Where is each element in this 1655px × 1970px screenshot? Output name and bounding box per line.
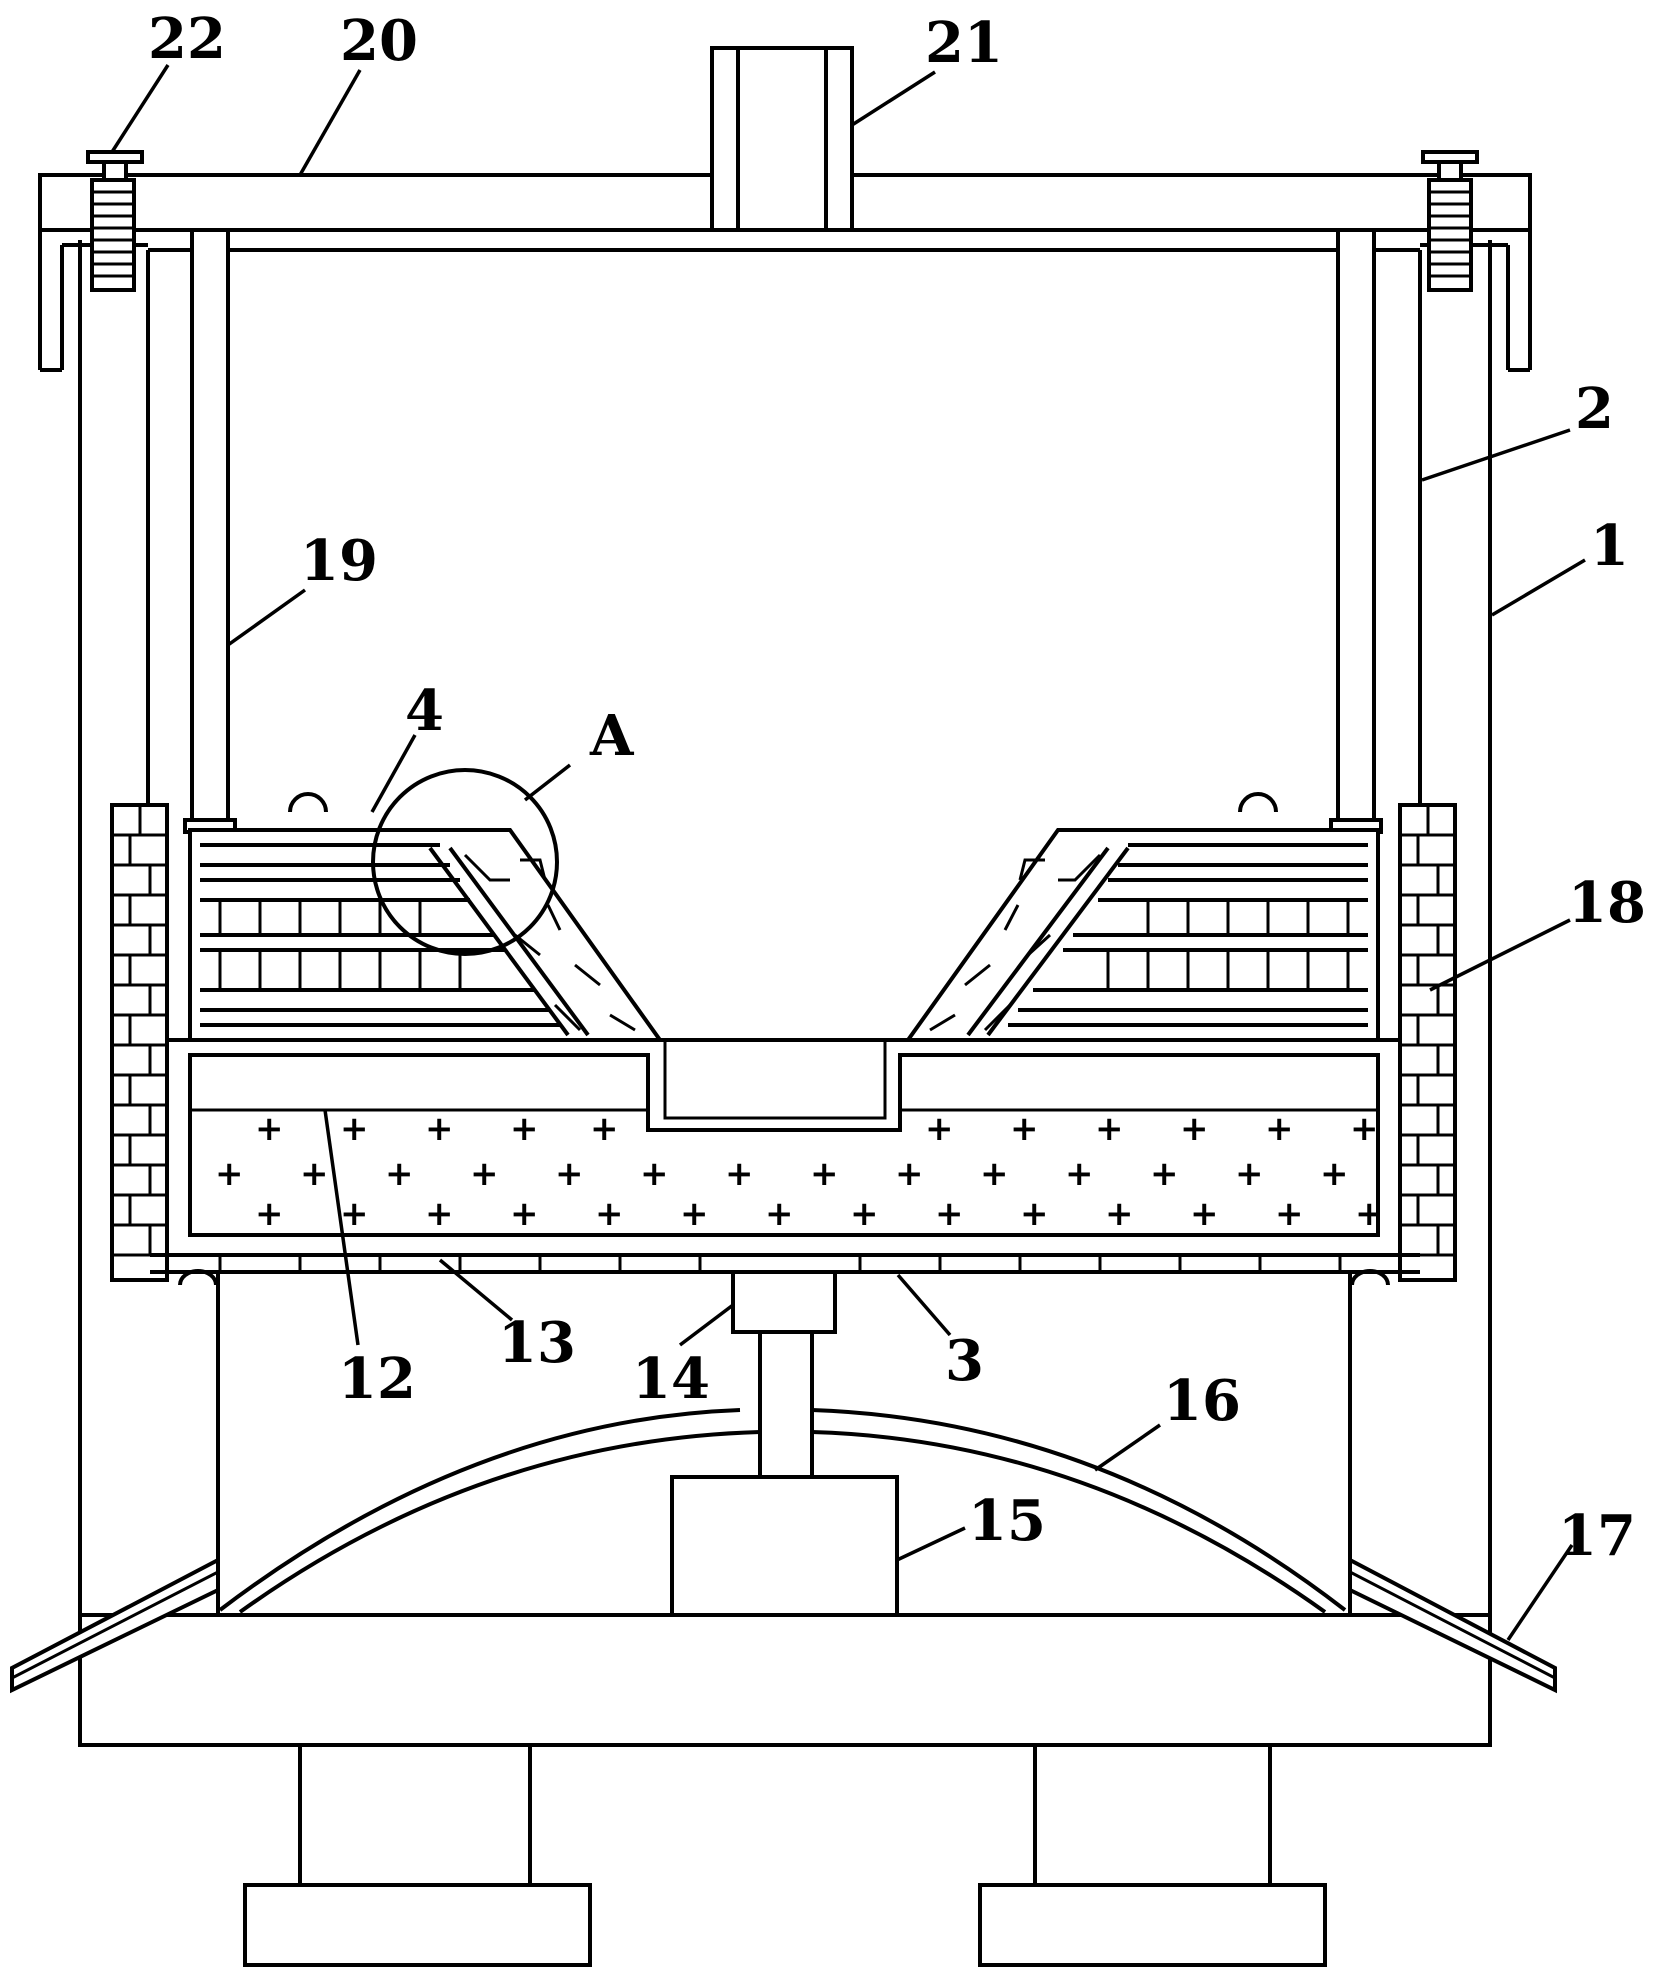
leader-lines (110, 64, 1586, 1641)
svg-text:+: + (895, 1154, 924, 1194)
svg-text:+: + (1095, 1109, 1124, 1149)
svg-text:+: + (590, 1109, 619, 1149)
label-15: 15 (968, 1488, 1046, 1554)
heater-left (188, 792, 664, 1042)
label-1: 1 (1590, 513, 1629, 579)
svg-text:+: + (470, 1154, 499, 1194)
label-17: 17 (1558, 1503, 1636, 1569)
label-2: 2 (1575, 376, 1614, 442)
brick-wall-right (1398, 803, 1457, 1282)
svg-text:+: + (1180, 1109, 1209, 1149)
label-20: 20 (340, 8, 418, 74)
discharge-chute-left (10, 1556, 220, 1694)
svg-text:+: + (680, 1194, 709, 1234)
svg-text:+: + (300, 1154, 329, 1194)
svg-text:+: + (925, 1109, 954, 1149)
svg-text:+: + (1275, 1194, 1304, 1234)
svg-text:+: + (765, 1194, 794, 1234)
discharge-chute-right (1348, 1556, 1557, 1694)
svg-text:+: + (1350, 1109, 1379, 1149)
label-14: 14 (632, 1346, 710, 1412)
reference-labels: 22 20 21 2 1 19 4 A 18 12 13 14 3 16 15 … (148, 6, 1646, 1569)
label-18: 18 (1568, 870, 1646, 936)
lifting-rods (183, 228, 1383, 834)
svg-text:+: + (385, 1154, 414, 1194)
label-3: 3 (945, 1328, 984, 1394)
label-21: 21 (925, 10, 1003, 76)
svg-text:+: + (425, 1194, 454, 1234)
svg-text:+: + (1355, 1194, 1384, 1234)
svg-text:+: + (725, 1154, 754, 1194)
label-13: 13 (498, 1310, 576, 1376)
label-19: 19 (300, 528, 378, 594)
spring-bolt-right (1421, 150, 1479, 292)
svg-text:+: + (1020, 1194, 1049, 1234)
svg-text:+: + (1010, 1109, 1039, 1149)
svg-text:+: + (555, 1154, 584, 1194)
label-16: 16 (1163, 1368, 1241, 1434)
support-feet (243, 1743, 1327, 1967)
svg-text:+: + (1320, 1154, 1349, 1194)
brick-wall-left (110, 803, 169, 1282)
outer-housing (78, 240, 1492, 1747)
svg-text:+: + (640, 1154, 669, 1194)
svg-text:+: + (255, 1194, 284, 1234)
label-4: 4 (405, 678, 444, 744)
svg-text:+: + (510, 1194, 539, 1234)
spring-bolt-left (86, 150, 144, 292)
svg-text:+: + (215, 1154, 244, 1194)
svg-text:+: + (1235, 1154, 1264, 1194)
svg-text:+: + (1265, 1109, 1294, 1149)
svg-text:+: + (425, 1109, 454, 1149)
svg-text:+: + (935, 1194, 964, 1234)
svg-text:+: + (1065, 1154, 1094, 1194)
svg-text:+: + (255, 1109, 284, 1149)
crucible-body: ++ ++ ++ ++ ++ + ++ ++ ++ ++ ++ ++ ++ ++… (150, 1038, 1420, 1286)
lift-cylinder (670, 1270, 899, 1617)
detail-circle-a (371, 768, 559, 956)
svg-text:+: + (1190, 1194, 1219, 1234)
svg-text:+: + (340, 1109, 369, 1149)
svg-text:+: + (850, 1194, 879, 1234)
svg-text:+: + (1105, 1194, 1134, 1234)
top-motor (710, 46, 854, 232)
arched-deflector (218, 1408, 1347, 1614)
svg-text:+: + (1150, 1154, 1179, 1194)
heater-right (904, 792, 1380, 1042)
svg-text:+: + (980, 1154, 1009, 1194)
inner-cylinder (146, 248, 1422, 810)
svg-text:+: + (510, 1109, 539, 1149)
svg-text:+: + (810, 1154, 839, 1194)
svg-text:+: + (595, 1194, 624, 1234)
label-a: A (589, 703, 635, 769)
label-12: 12 (338, 1346, 416, 1412)
svg-text:+: + (340, 1194, 369, 1234)
label-22: 22 (148, 6, 226, 72)
